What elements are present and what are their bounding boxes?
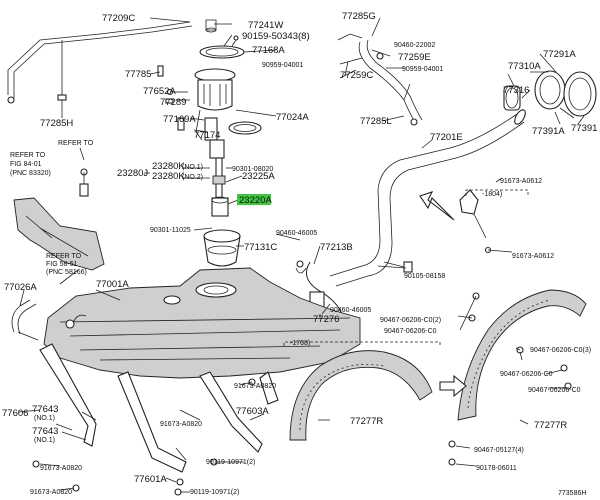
label-77291A: 77291A	[543, 49, 576, 60]
label-90460-46005-b: 90460-46005	[330, 307, 371, 314]
label-77131C: 77131C	[244, 242, 277, 253]
label-77643-1-qualifier: (NO.1)	[34, 415, 55, 422]
label-77785: 77785	[125, 69, 151, 80]
label-90159-50343: 90159-50343(8)	[242, 31, 310, 42]
label-23280K-no1: 23280K	[152, 161, 185, 172]
fender-liner-right	[439, 289, 587, 466]
refer-fig-58-51-pnc: (PNC 58166)	[46, 269, 87, 276]
refer-to-label-a: REFER TO	[58, 140, 94, 147]
label-77643-2-qualifier: (NO.1)	[34, 437, 55, 444]
label-90467-05127: 90467-05127(4)	[474, 447, 524, 454]
label-77276: 77276	[313, 314, 339, 325]
leader-lines	[17, 17, 585, 493]
label-23280K-no1-qualifier: (NO.1)	[182, 164, 203, 171]
label-77285L: 77285L	[360, 116, 392, 127]
label-77259C: 77259C	[340, 70, 373, 81]
label-77285G: 77285G	[342, 11, 376, 22]
tank-pipe	[11, 299, 39, 341]
label-91673-A0612-a: 91673-A0612	[500, 178, 542, 185]
range-1708: -1708)	[290, 340, 310, 347]
range-brackets	[283, 189, 529, 346]
label-90467-06206-C0-b: 90467-06206-C0	[500, 371, 553, 378]
label-90119-10971-b: 90119-10971(2)	[190, 489, 239, 496]
label-90959-04001-b: 90959-04001	[402, 66, 443, 73]
label-91673-A0820-c: 91673-A0820	[40, 465, 82, 472]
label-77310A: 77310A	[508, 61, 541, 72]
label-77643-1: 77643	[32, 404, 58, 415]
label-77391: 77391	[571, 123, 597, 134]
label-23280J: 23280J	[117, 168, 148, 179]
label-90301-08020: 90301-08020	[232, 166, 273, 173]
label-23225A: 23225A	[242, 171, 275, 182]
label-23280K-no2: 23280K	[152, 171, 185, 182]
filler-cap	[503, 70, 597, 125]
label-77024A: 77024A	[276, 112, 309, 123]
label-77603A: 77603A	[236, 406, 269, 417]
label-77601A: 77601A	[134, 474, 167, 485]
label-23280K-no2-qualifier: (NO.2)	[182, 174, 203, 181]
label-77213B: 77213B	[320, 242, 353, 253]
label-77001A: 77001A	[96, 279, 129, 290]
refer-to-fig-58-51: REFER TO	[46, 253, 82, 260]
label-77174: 77174	[194, 130, 220, 141]
label-90467-06206-C0-c: 90467-06206-C0	[528, 387, 581, 394]
label-77277R-left: 77277R	[350, 416, 383, 427]
label-77391A: 77391A	[532, 126, 565, 137]
label-77643-2: 77643	[32, 426, 58, 437]
label-77285H: 77285H	[40, 118, 73, 129]
label-90467-06206-C0-3: 90467-06206-C0(3)	[530, 347, 591, 354]
clips	[157, 65, 185, 131]
diagram-code: 773586H	[558, 490, 586, 497]
label-90959-04001-a: 90959-04001	[262, 62, 303, 69]
fender-liner-left	[289, 350, 433, 441]
tank-straps	[32, 343, 279, 496]
label-90467-06206-C0-2: 90467-06206-C0(2)	[380, 317, 441, 324]
label-91673-A0820-d: 91673-A0820	[30, 489, 72, 496]
range-1804: -1804)	[482, 191, 502, 198]
label-77026A: 77026A	[4, 282, 37, 293]
label-77241W: 77241W	[248, 20, 283, 31]
label-91673-A0820-a: 91673-A0820	[234, 383, 276, 390]
label-23220A[interactable]: 23220A	[239, 195, 272, 206]
label-77201E: 77201E	[430, 132, 463, 143]
label-77169A: 77169A	[163, 114, 196, 125]
sender-gauge-assembly	[194, 19, 262, 267]
label-77316: 77316	[503, 85, 529, 96]
breather-tube	[7, 21, 193, 104]
callout-labels: 77209C 77241W 90159-50343(8) 77168A 7728…	[2, 11, 597, 497]
highlight-23220A	[237, 194, 271, 205]
label-77652A: 77652A	[143, 86, 176, 97]
label-90460-46005-a: 90460-46005	[276, 230, 317, 237]
label-90467-06206-C0-a: 90467-06206-C0	[384, 328, 437, 335]
label-77209C: 77209C	[102, 13, 135, 24]
label-90105-08158: 90105-08158	[404, 273, 445, 280]
refer-to-fig-84-01: REFER TO	[10, 152, 46, 159]
label-91673-A0612-b: 91673-A0612	[512, 253, 554, 260]
label-90119-10971-a: 90119-10971(2)	[206, 459, 255, 466]
label-90178-06011: 90178-06011	[476, 465, 517, 472]
refer-fig-84-01-number: FIG 84-01	[10, 161, 42, 168]
label-77277R-right: 77277R	[534, 420, 567, 431]
label-77606: 77606	[2, 408, 28, 419]
label-77289: 77289	[160, 97, 186, 108]
label-90301-11025: 90301-11025	[150, 227, 191, 234]
fuel-tank	[43, 267, 361, 379]
refer-fig-58-51-number: FIG 58-51	[46, 261, 78, 268]
label-77168A: 77168A	[252, 45, 285, 56]
refer-fig-84-01-pnc: (PNC 83320)	[10, 170, 51, 177]
tank-protector	[13, 168, 105, 271]
label-90460-22002: 90460-22002	[394, 42, 435, 49]
pointer-arrow	[419, 191, 455, 221]
label-77259E: 77259E	[398, 52, 431, 63]
label-91673-A0820-b: 91673-A0820	[160, 421, 202, 428]
